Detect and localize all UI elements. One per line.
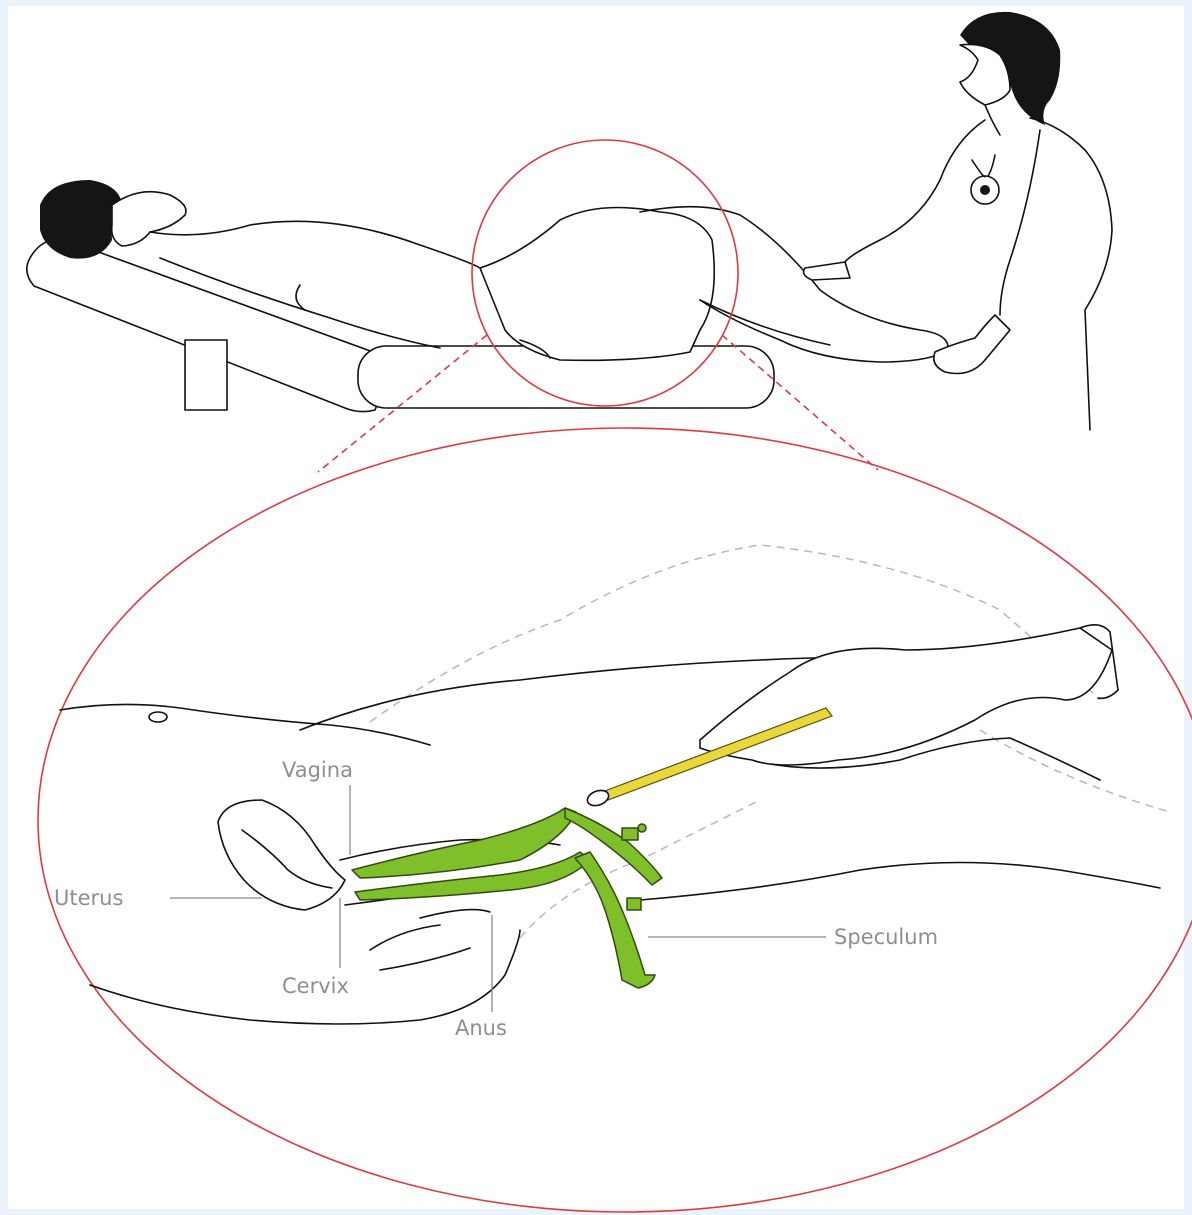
label-vagina: Vagina	[282, 758, 353, 782]
inset-view: Vagina Uterus Cervix Anus Speculum	[38, 428, 1192, 1212]
label-speculum: Speculum	[834, 925, 938, 949]
label-uterus: Uterus	[54, 886, 123, 910]
label-cervix: Cervix	[282, 974, 349, 998]
doctor-figure	[804, 12, 1112, 430]
label-anus: Anus	[455, 1016, 507, 1040]
speculum	[352, 808, 662, 988]
large-magnifier-circle	[38, 428, 1192, 1212]
